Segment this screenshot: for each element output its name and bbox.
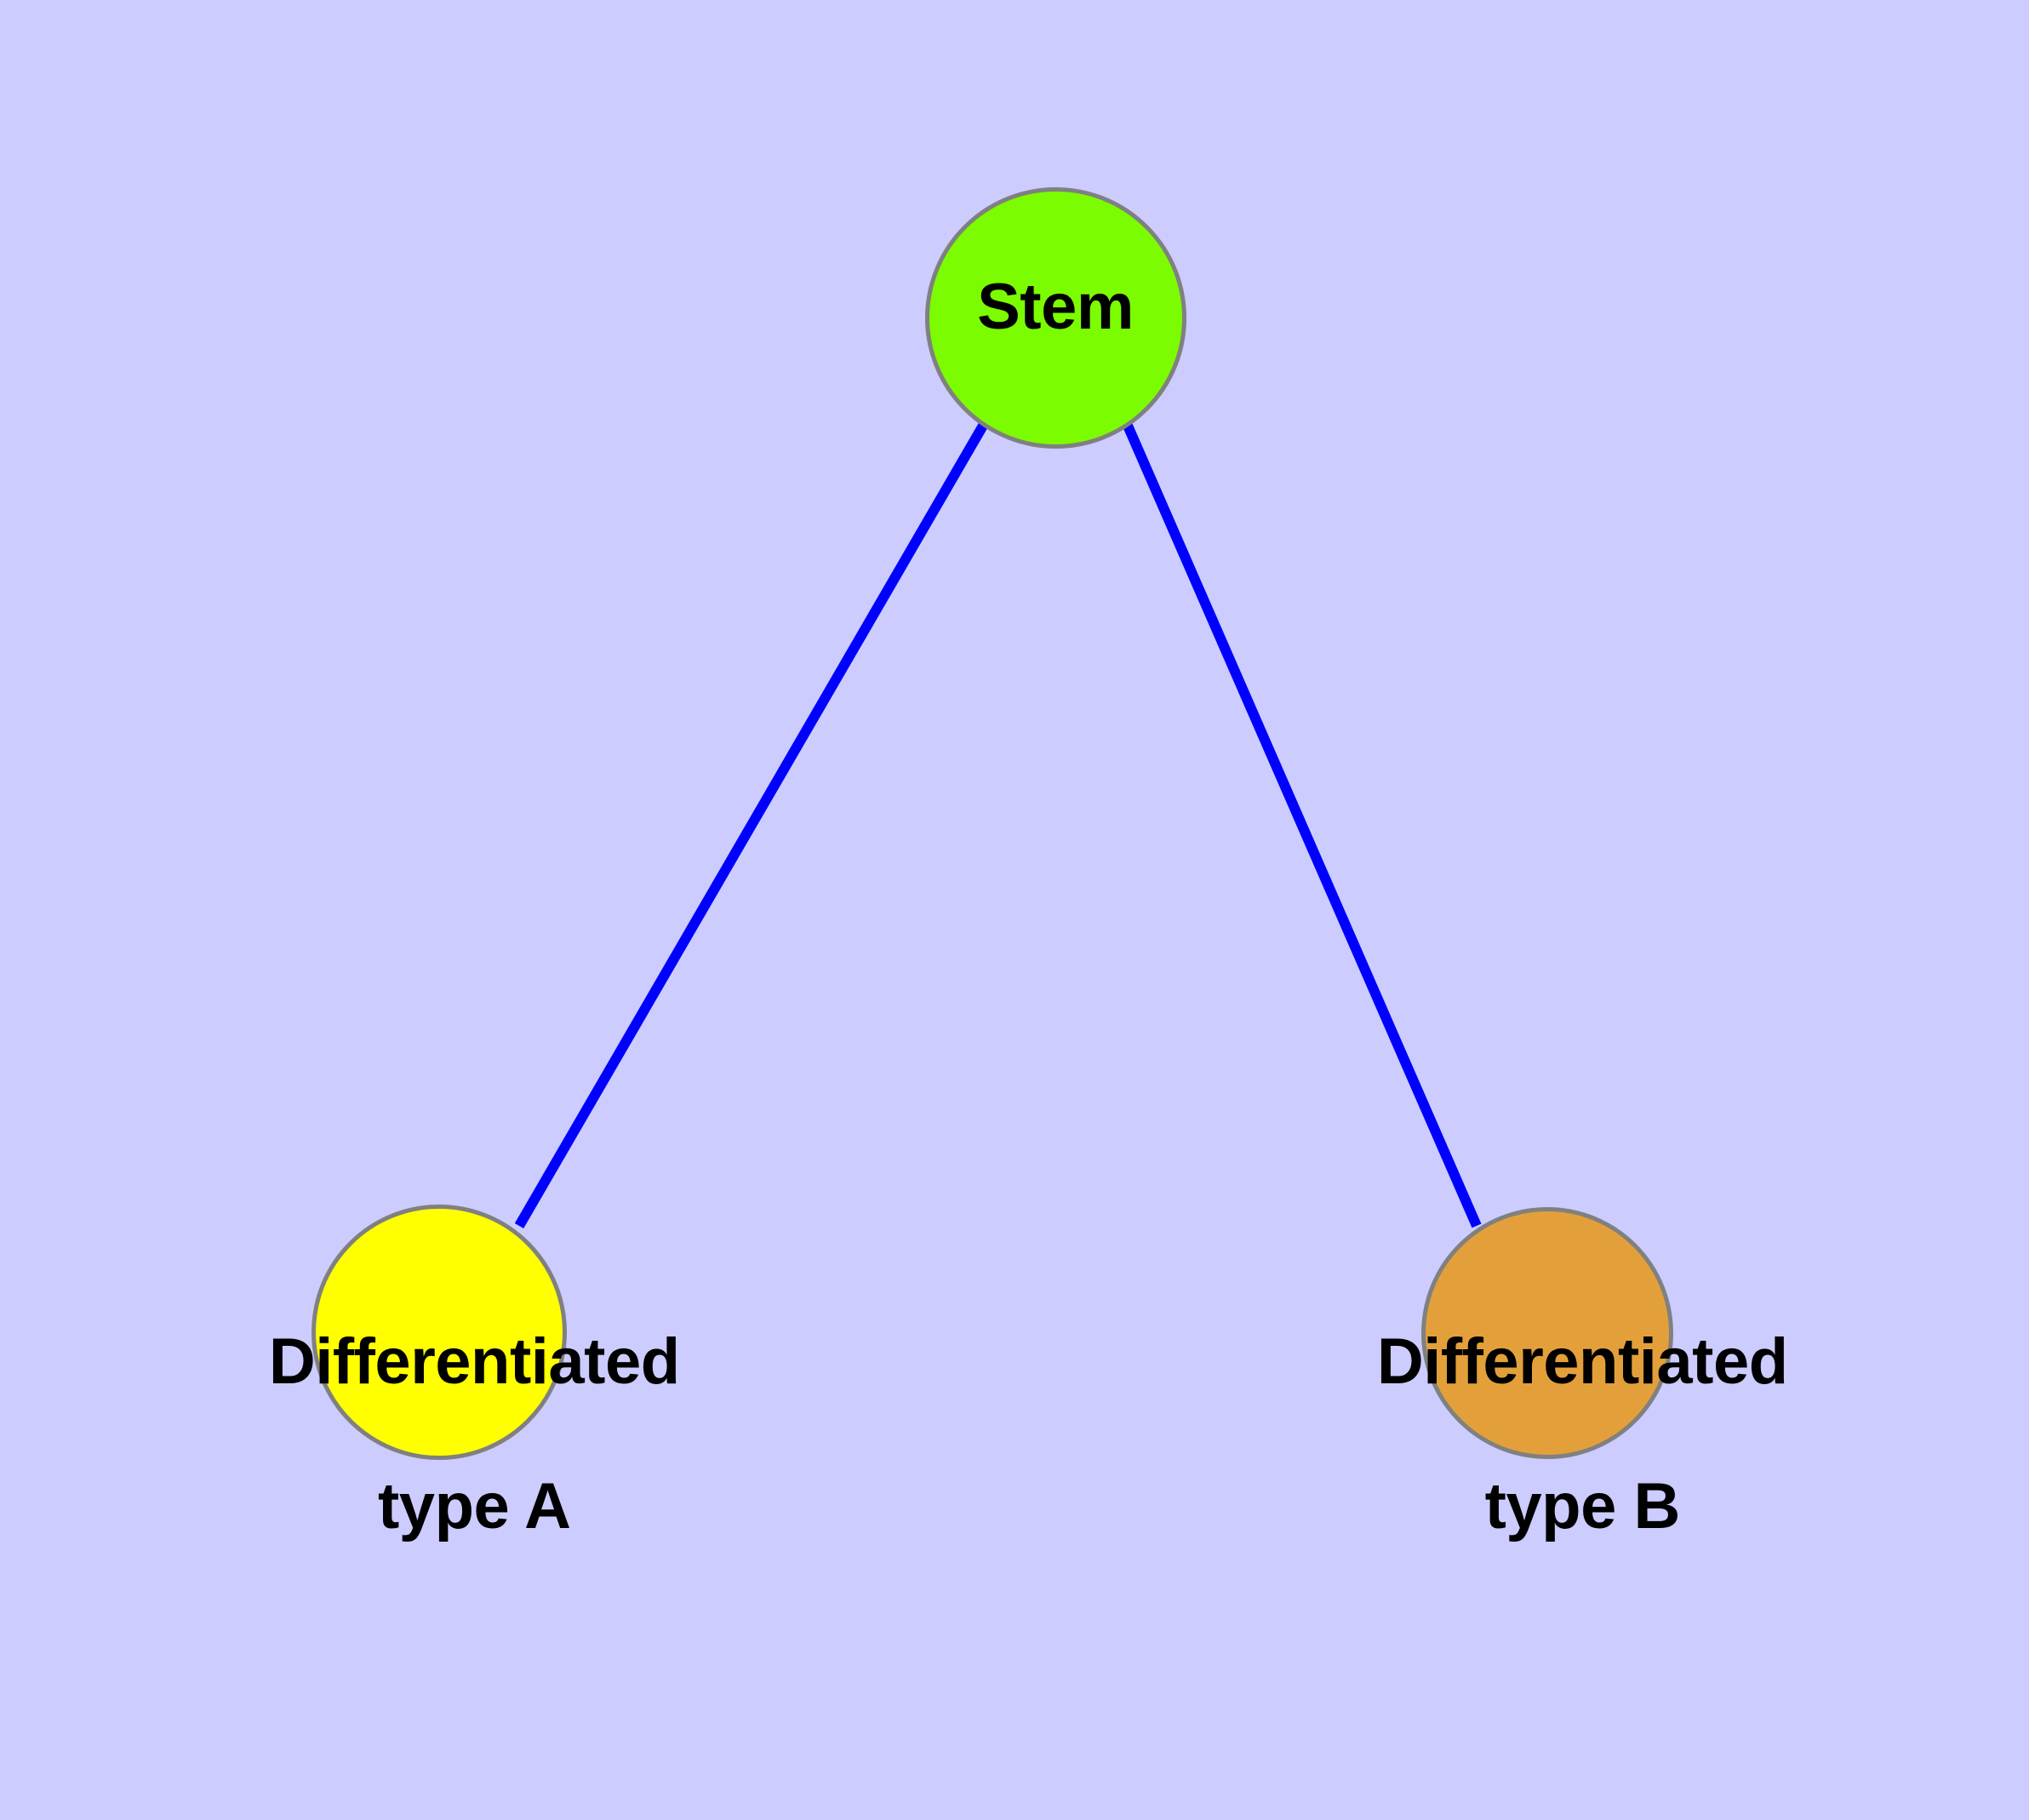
node-differentiated-type-b[interactable] [1421, 1207, 1673, 1459]
node-stem[interactable] [924, 186, 1186, 449]
edge-stem-to-differentiated-a [514, 422, 988, 1229]
edge-stem-to-differentiated-b [1123, 423, 1482, 1228]
node-differentiated-type-a[interactable] [311, 1205, 567, 1460]
